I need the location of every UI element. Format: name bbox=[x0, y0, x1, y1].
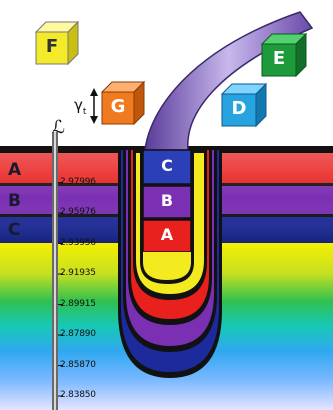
cube-e-label: E bbox=[264, 48, 294, 69]
axis-tick-label: 2.87890 bbox=[60, 329, 96, 339]
gamma-letter: γ bbox=[74, 96, 83, 114]
tube-cell-c-label: C bbox=[157, 156, 177, 175]
gamma-symbol: γt bbox=[74, 96, 86, 117]
band-b-label: B bbox=[8, 191, 21, 211]
gamma-arrow-icon bbox=[90, 88, 98, 124]
band-a-label: A bbox=[8, 160, 21, 180]
cube-g-label: G bbox=[103, 96, 133, 117]
axis-tick-label: 2.95976 bbox=[60, 207, 96, 217]
axis-tick-label: 2.83850 bbox=[60, 390, 96, 400]
length-axis bbox=[52, 132, 58, 410]
band-c-label: C bbox=[8, 220, 20, 240]
axis-tick-label: 2.85870 bbox=[60, 360, 96, 370]
axis-symbol: ℒ bbox=[52, 117, 65, 138]
axis-tick-label: 2.00017 bbox=[60, 146, 96, 156]
axis-tick-label: 2.93956 bbox=[60, 238, 96, 248]
axis-tick-label: 2.91935 bbox=[60, 268, 96, 278]
tube-cell-a-label: A bbox=[157, 225, 177, 244]
axis-tick-label: 2.89915 bbox=[60, 299, 96, 309]
tube-cell-b-label: B bbox=[157, 191, 177, 210]
gamma-subscript: t bbox=[83, 107, 87, 117]
cube-d-label: D bbox=[224, 98, 254, 119]
axis-tick-label: 2.97996 bbox=[60, 177, 96, 187]
cube-f-label: F bbox=[37, 36, 67, 57]
